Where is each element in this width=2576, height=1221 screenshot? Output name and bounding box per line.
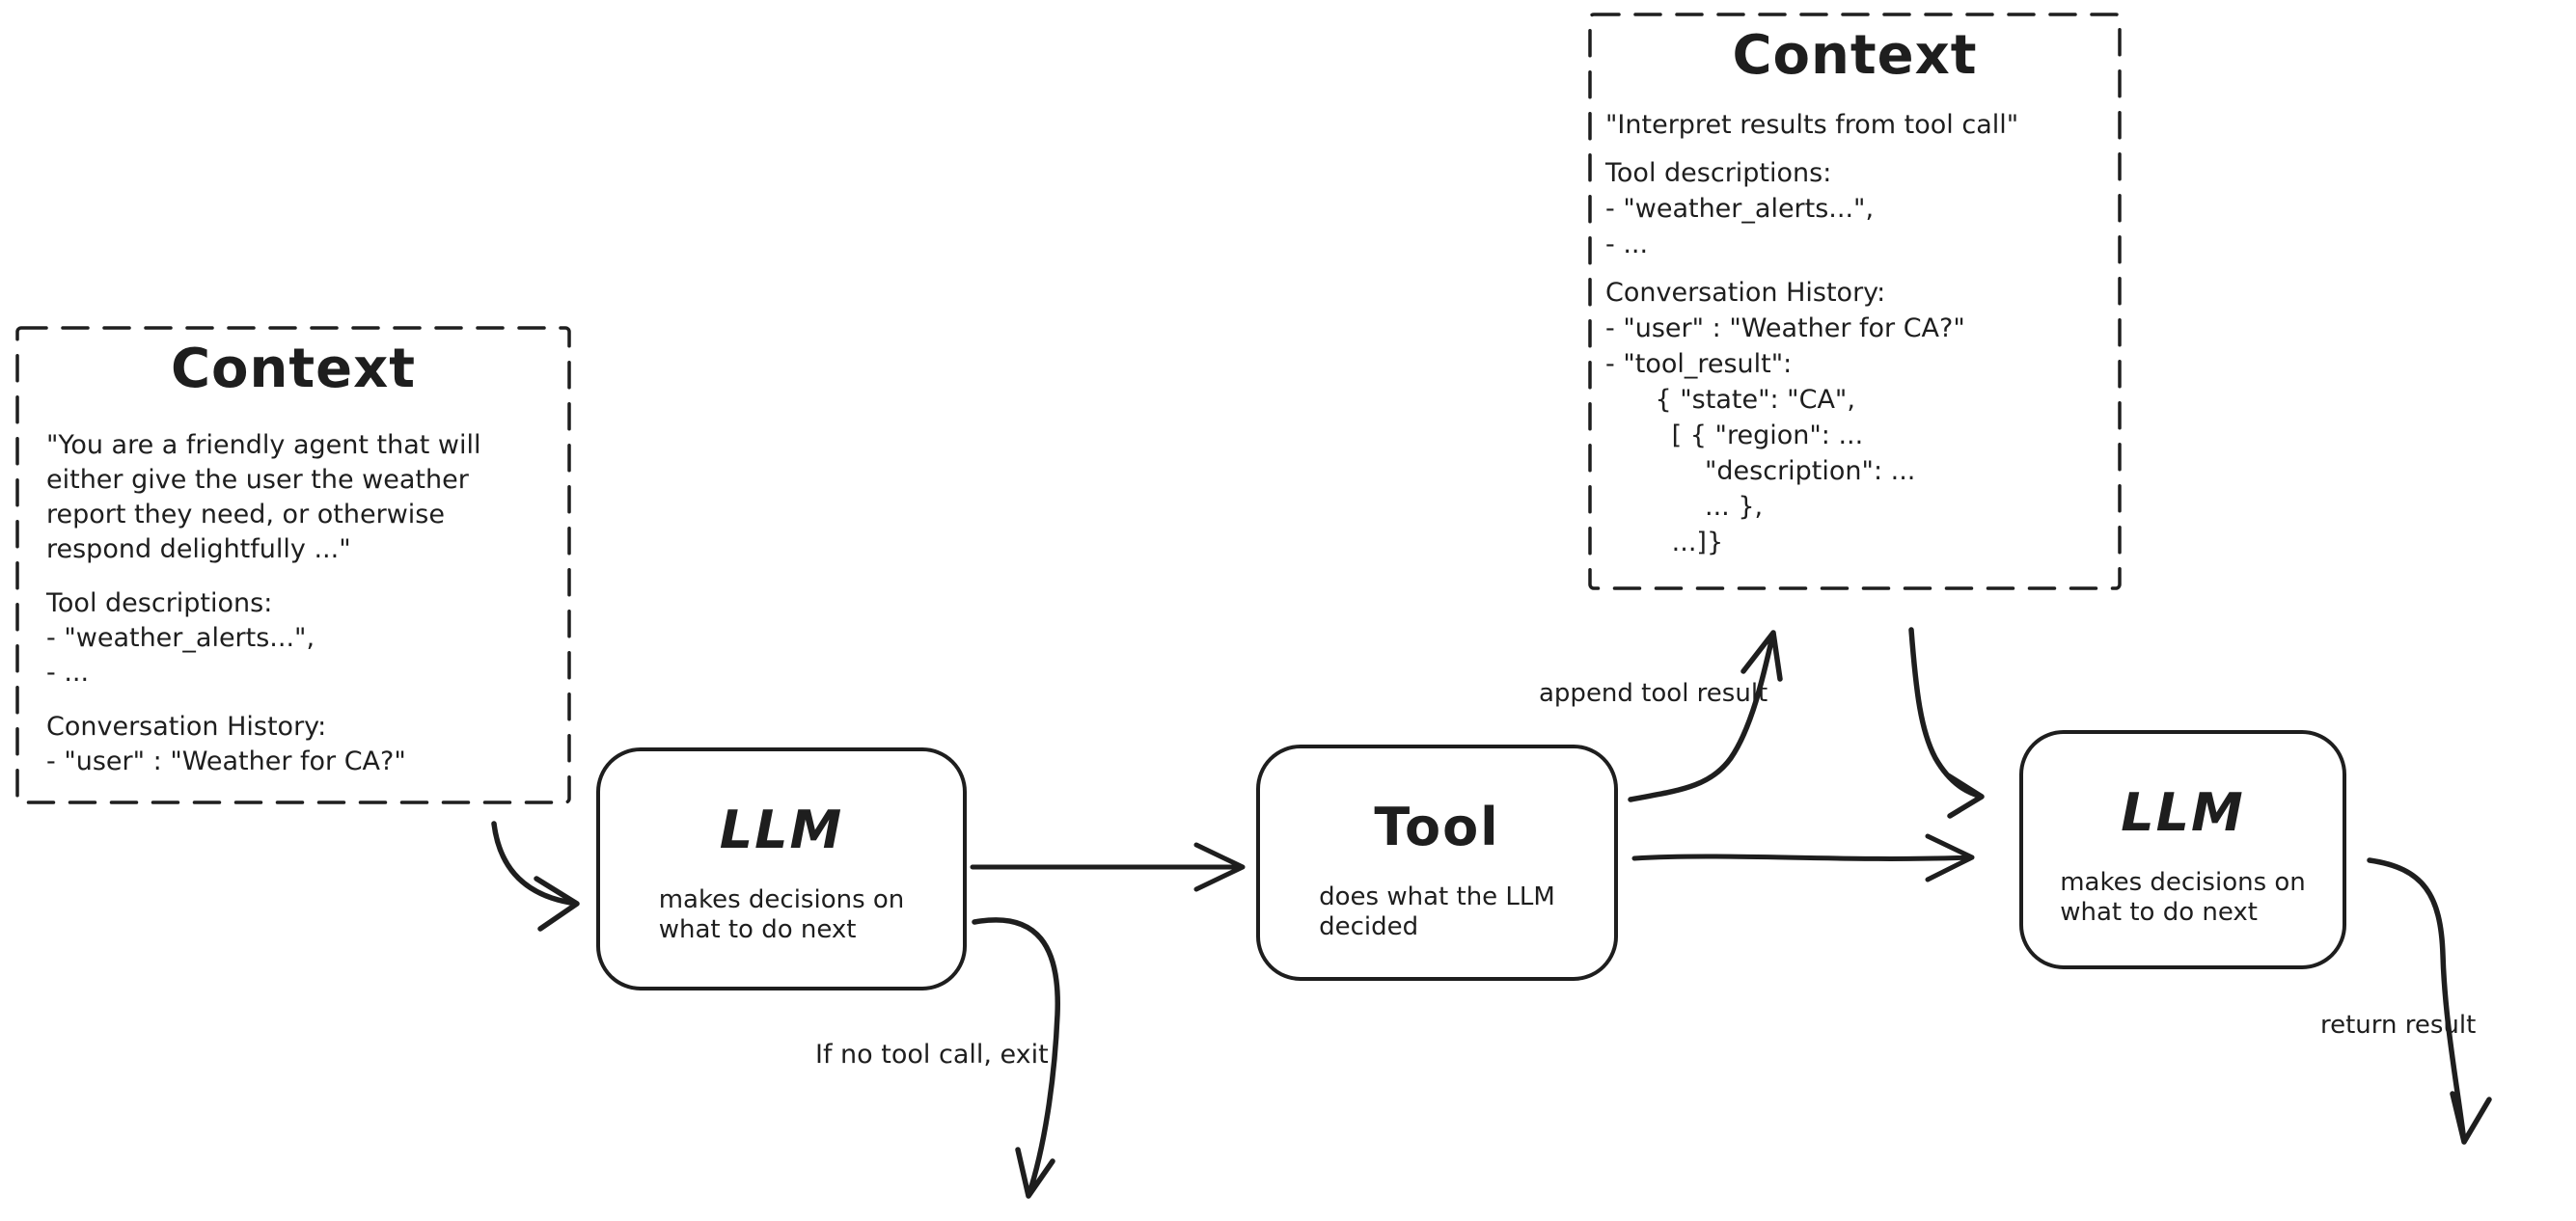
context-line: respond delightfully ..." [46,534,351,564]
arrow-context-to-llm2 [1908,627,1985,819]
context-line: "Interpret results from tool call" [1605,110,2019,140]
context-line: Conversation History: [1605,278,1886,308]
context-line: [ { "region": ... [1605,421,1864,450]
arrow-context-to-llm1 [491,821,580,932]
arrow-tool-to-context [1628,630,1783,802]
arrow-tool-to-llm2 [1631,833,1975,882]
edge-label-return-result: return result [2320,1011,2477,1040]
context-line: report they need, or otherwise [46,500,445,529]
tool-subtitle: does what the LLM decided [1319,882,1555,941]
llm-first-title: LLM [719,800,844,860]
llm-second-title: LLM [2121,782,2245,843]
llm-node-first: LLM makes decisions on what to do next [596,747,967,990]
context-right-body: "Interpret results from tool call" Tool d… [1605,107,2018,560]
context-line: either give the user the weather [46,465,469,495]
context-line: - "tool_result": [1605,349,1793,379]
context-box-right: Context "Interpret results from tool cal… [1590,14,2120,588]
llm-second-subtitle: makes decisions on what to do next [2060,868,2306,927]
context-line: Tool descriptions: [1605,158,1832,188]
tool-title: Tool [1374,797,1500,857]
context-line [1605,262,2018,275]
context-left-title: Context [170,338,417,400]
context-line [1605,143,2018,155]
context-line: { "state": "CA", [1605,385,1855,415]
tool-node: Tool does what the LLM decided [1256,745,1618,981]
context-line: "description": ... [1605,456,1916,486]
context-line: Tool descriptions: [46,588,273,618]
context-right-title: Context [1732,24,1978,87]
llm-first-subtitle: makes decisions on what to do next [658,885,905,944]
context-line [46,567,481,586]
context-line: - ... [46,658,90,688]
edge-label-no-tool-call-exit: If no tool call, exit [815,1040,1049,1070]
context-line: ... }, [1605,492,1764,522]
context-line: Conversation History: [46,712,327,742]
arrow-llm2-return [2367,857,2492,1145]
context-line: - "weather_alerts...", [1605,194,1875,224]
context-line: ...]} [1605,528,1724,557]
context-line: - "user" : "Weather for CA?" [1605,313,1965,343]
context-line: - ... [1605,230,1649,259]
edge-label-append-tool-result: append tool result [1539,679,1768,708]
arrow-llm1-to-tool [970,842,1246,892]
context-box-left: Context "You are a friendly agent that w… [17,328,569,802]
llm-node-second: LLM makes decisions on what to do next [2019,730,2346,969]
context-line [46,691,481,710]
context-line: "You are a friendly agent that will [46,430,481,460]
context-line: - "weather_alerts...", [46,623,315,653]
context-left-body: "You are a friendly agent that will eithe… [46,428,481,779]
context-line: - "user" : "Weather for CA?" [46,746,406,776]
